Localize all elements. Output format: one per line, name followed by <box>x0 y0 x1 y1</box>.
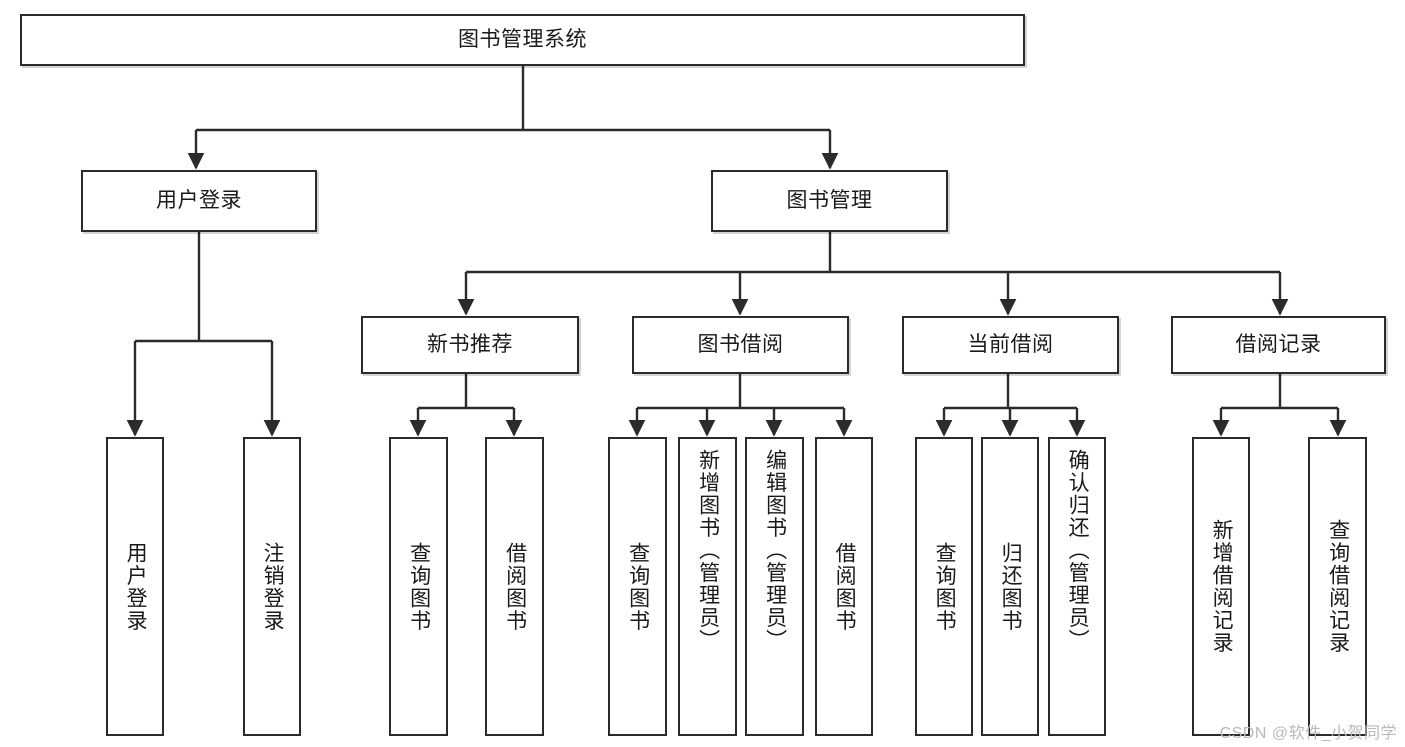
node-leaf-user-login-label: 用户登录 <box>124 541 148 632</box>
node-leaf-query-book-rec[interactable]: 查询图书 <box>389 437 448 736</box>
node-root-label: 图书管理系统 <box>458 28 587 52</box>
node-leaf-add-book[interactable]: 新增图书（管理员） <box>678 437 737 736</box>
node-current-borrow[interactable]: 当前借阅 <box>902 316 1119 374</box>
node-new-book-rec[interactable]: 新书推荐 <box>361 316 579 374</box>
node-leaf-query-book-rec-label: 查询图书 <box>407 541 431 632</box>
node-leaf-user-logout[interactable]: 注销登录 <box>243 437 301 736</box>
node-leaf-return-book-label: 归还图书 <box>999 541 1023 632</box>
node-book-manage-label: 图书管理 <box>786 189 873 213</box>
node-leaf-edit-book[interactable]: 编辑图书（管理员） <box>745 437 804 736</box>
node-leaf-add-record-label: 新增借阅记录 <box>1210 519 1234 654</box>
node-new-book-rec-label: 新书推荐 <box>427 333 513 357</box>
watermark: CSDN @软件_小贺同学 <box>1219 725 1397 742</box>
node-leaf-borrow-book-rec[interactable]: 借阅图书 <box>485 437 544 736</box>
node-leaf-user-logout-label: 注销登录 <box>261 541 285 632</box>
node-book-borrow[interactable]: 图书借阅 <box>632 316 849 374</box>
node-borrow-record-label: 借阅记录 <box>1235 333 1322 357</box>
node-leaf-borrow-book[interactable]: 借阅图书 <box>815 437 873 736</box>
node-leaf-confirm-return[interactable]: 确认归还（管理员） <box>1048 437 1106 736</box>
node-leaf-borrow-book-rec-label: 借阅图书 <box>503 541 527 632</box>
node-leaf-add-record[interactable]: 新增借阅记录 <box>1192 437 1250 736</box>
node-leaf-query-book-borrow[interactable]: 查询图书 <box>608 437 667 736</box>
node-leaf-return-book[interactable]: 归还图书 <box>981 437 1039 736</box>
node-leaf-confirm-return-label: 确认归还（管理员） <box>1066 449 1090 652</box>
node-leaf-user-login[interactable]: 用户登录 <box>106 437 164 736</box>
node-current-borrow-label: 当前借阅 <box>967 333 1054 357</box>
node-leaf-query-book-cur[interactable]: 查询图书 <box>915 437 973 736</box>
node-user-login[interactable]: 用户登录 <box>81 170 317 232</box>
node-leaf-query-book-borrow-label: 查询图书 <box>626 541 650 632</box>
node-borrow-record[interactable]: 借阅记录 <box>1171 316 1386 374</box>
node-leaf-add-book-label: 新增图书（管理员） <box>696 449 720 652</box>
node-user-login-label: 用户登录 <box>156 189 242 213</box>
node-leaf-borrow-book-label: 借阅图书 <box>833 541 857 632</box>
node-leaf-edit-book-label: 编辑图书（管理员） <box>763 449 787 652</box>
node-leaf-query-record[interactable]: 查询借阅记录 <box>1308 437 1367 736</box>
node-leaf-query-record-label: 查询借阅记录 <box>1326 519 1350 654</box>
node-book-borrow-label: 图书借阅 <box>697 333 784 357</box>
node-root[interactable]: 图书管理系统 <box>20 14 1025 66</box>
node-leaf-query-book-cur-label: 查询图书 <box>933 541 957 632</box>
node-book-manage[interactable]: 图书管理 <box>711 170 948 232</box>
